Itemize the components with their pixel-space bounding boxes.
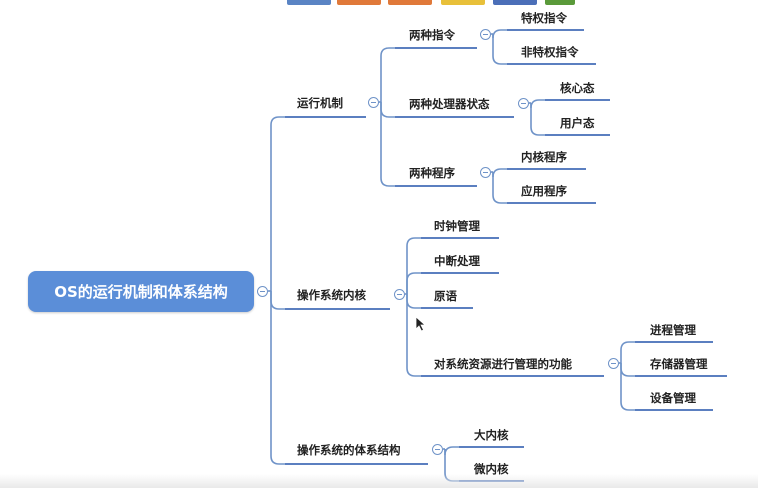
topic-process-management[interactable]: 进程管理 (650, 323, 696, 337)
runtime-fork-branch-1 (380, 102, 395, 118)
root-fork-branch-1 (270, 291, 285, 310)
topic-privileged-instruction[interactable]: 特权指令 (521, 11, 567, 25)
resource-fork-branch-2 (620, 363, 635, 411)
kernel-fork-branch-1 (406, 272, 421, 294)
toolbar-theme-swatch-3[interactable] (388, 0, 432, 5)
resource-fork-branch-0 (620, 341, 635, 363)
topic-os-architecture[interactable]: 操作系统的体系结构 (297, 443, 401, 457)
programs-fork-branch-1 (492, 172, 507, 204)
toolbar-theme-swatch-2[interactable] (337, 0, 381, 5)
topic-interrupt-handling[interactable]: 中断处理 (434, 254, 480, 268)
states-fork-branch-0 (530, 99, 545, 109)
root-fork-branch-0 (270, 116, 285, 291)
runtime-fork-branch-0 (380, 47, 395, 102)
collapse-instructions-icon[interactable] (480, 29, 491, 40)
kernel-fork-branch-2 (406, 294, 421, 309)
topic-microkernel[interactable]: 微内核 (474, 462, 509, 476)
arch-fork-branch-0 (444, 446, 459, 456)
topic-two-instructions[interactable]: 两种指令 (409, 28, 455, 42)
topic-nonprivileged-instruction[interactable]: 非特权指令 (521, 45, 579, 59)
root-fork-branch-2 (270, 291, 285, 465)
runtime-fork-branch-2 (380, 102, 395, 187)
topic-kernel-program[interactable]: 内核程序 (521, 150, 567, 164)
topic-device-management[interactable]: 设备管理 (650, 391, 696, 405)
topic-processor-states[interactable]: 两种处理器状态 (409, 97, 490, 111)
topic-resource-management[interactable]: 对系统资源进行管理的功能 (434, 357, 572, 371)
topic-kernel-mode[interactable]: 核心态 (560, 81, 595, 95)
collapse-programs-icon[interactable] (480, 167, 491, 178)
kernel-fork-branch-0 (406, 237, 421, 294)
collapse-architecture-icon[interactable] (432, 444, 443, 455)
toolbar-theme-swatch-4[interactable] (441, 0, 485, 5)
toolbar-theme-swatch-5[interactable] (493, 0, 537, 5)
topic-primitive[interactable]: 原语 (434, 289, 457, 303)
collapse-runtime-icon[interactable] (368, 97, 379, 108)
bottom-edge-shade (0, 474, 758, 488)
topic-user-mode[interactable]: 用户态 (560, 116, 595, 130)
topic-memory-management[interactable]: 存储器管理 (650, 357, 708, 371)
topic-monolithic-kernel[interactable]: 大内核 (474, 428, 509, 442)
root-topic[interactable]: OS的运行机制和体系结构 (28, 271, 254, 312)
toolbar-theme-swatch-6[interactable] (545, 0, 575, 5)
topic-application-program[interactable]: 应用程序 (521, 184, 567, 198)
resource-fork-branch-1 (620, 363, 635, 377)
collapse-processor-states-icon[interactable] (518, 98, 529, 109)
collapse-root-icon[interactable] (257, 286, 268, 297)
states-fork-branch-1 (530, 103, 545, 136)
topic-runtime-mechanism[interactable]: 运行机制 (297, 96, 343, 110)
mouse-pointer-icon (415, 316, 427, 332)
kernel-fork-branch-3 (406, 294, 421, 377)
topic-two-programs[interactable]: 两种程序 (409, 166, 455, 180)
programs-fork-branch-0 (492, 168, 507, 178)
collapse-resource-management-icon[interactable] (608, 358, 619, 369)
collapse-kernel-icon[interactable] (394, 289, 405, 300)
topic-clock-management[interactable]: 时钟管理 (434, 219, 480, 233)
instructions-fork-branch-1 (492, 34, 507, 65)
toolbar-theme-swatch-1[interactable] (287, 0, 331, 5)
instructions-fork-branch-0 (492, 29, 507, 39)
topic-os-kernel[interactable]: 操作系统内核 (297, 288, 366, 302)
